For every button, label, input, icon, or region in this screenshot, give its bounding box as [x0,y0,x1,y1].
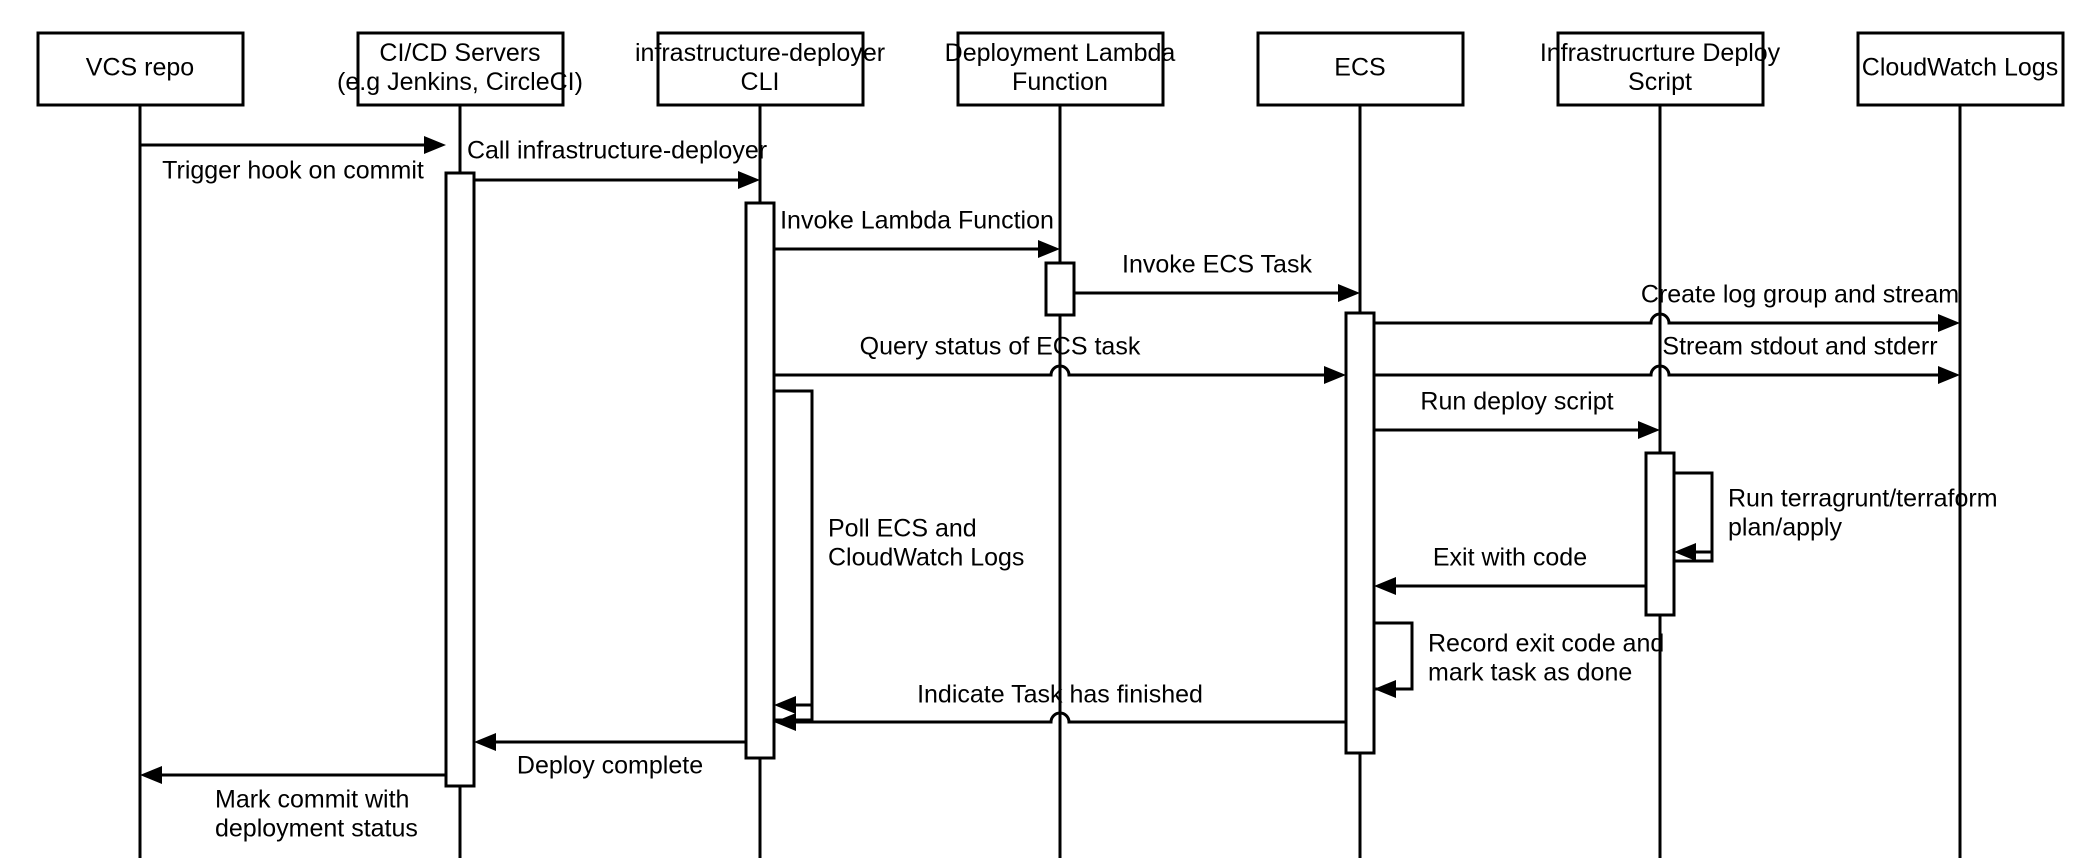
message-line-m8 [774,389,814,707]
message-label-m15: Mark commit with [215,786,409,814]
message-arrowhead-m3 [1038,240,1060,258]
message-arrowhead-m15 [140,766,162,784]
message-line-m12 [1374,621,1414,691]
message-line-m5 [1374,312,1938,325]
participant-label-deploy: Script [1628,68,1692,96]
message-label-m4: Invoke ECS Task [1122,251,1312,279]
activation-bar-act-cicd [444,171,476,788]
participant-label-cli: infrastructure-deployer [635,39,885,67]
participant-box-vcs[interactable]: VCS repo [36,31,245,107]
participant-label-cicd: (e.g Jenkins, CircleCI) [337,68,583,96]
message-m5[interactable]: Create log group and stream [1374,281,1960,332]
participant-label-deploy: Infrastrucrture Deploy [1540,39,1781,67]
participant-label-cicd: CI/CD Servers [379,39,540,67]
activation-bar-act-cli [744,201,776,760]
message-arrowhead-m1 [424,136,446,154]
message-label-m7: Stream stdout and stderr [1662,333,1937,361]
message-label-m12: mark task as done [1428,659,1632,687]
message-arrowhead-m2 [738,171,760,189]
message-m9[interactable]: Run deploy script [1374,388,1660,439]
message-label-m9: Run deploy script [1420,388,1613,416]
participant-label-cloudwatch: CloudWatch Logs [1862,54,2058,82]
activation-layer [444,171,1714,788]
message-arrowhead-m6 [1324,366,1346,384]
message-layer: Trigger hook on commit Call infrastructur… [140,136,1998,843]
message-label-m14: Deploy complete [517,752,703,780]
message-m3[interactable]: Invoke Lambda Function [774,207,1060,258]
message-arrowhead-m8 [774,696,796,714]
participant-label-lambda: Deployment Lambda [945,39,1176,67]
participant-label-cli: CLI [741,68,780,96]
activation-bar-act-cli-poll [772,389,814,722]
message-m2[interactable]: Call infrastructure-deployer [467,137,767,189]
message-m7[interactable]: Stream stdout and stderr [1374,333,1960,384]
message-m14[interactable]: Deploy complete [474,733,746,780]
message-arrowhead-m4 [1338,284,1360,302]
message-m13[interactable]: Indicate Task has finished [774,681,1346,731]
message-label-m8: CloudWatch Logs [828,544,1024,572]
message-m1[interactable]: Trigger hook on commit [140,136,446,185]
message-arrowhead-m10 [1674,543,1696,561]
activation-bar-act-ecs-record [1372,621,1414,691]
message-label-m5: Create log group and stream [1641,281,1959,309]
message-line-m13 [796,711,1346,724]
message-label-m10: plan/apply [1728,514,1842,542]
message-arrowhead-m5 [1938,314,1960,332]
activation-bar-act-lambda [1044,261,1076,317]
participant-box-ecs[interactable]: ECS [1256,31,1465,107]
message-arrowhead-m13 [774,713,796,731]
message-label-m6: Query status of ECS task [860,333,1141,361]
participant-box-cicd[interactable]: CI/CD Servers(e.g Jenkins, CircleCI) [337,31,583,107]
message-m4[interactable]: Invoke ECS Task [1074,251,1360,302]
message-label-m11: Exit with code [1433,544,1587,572]
participant-box-layer: VCS repo CI/CD Servers(e.g Jenkins, Circl… [36,31,2065,107]
participant-box-cloudwatch[interactable]: CloudWatch Logs [1856,31,2065,107]
message-arrowhead-m12 [1374,680,1396,698]
message-label-m1: Trigger hook on commit [162,157,424,185]
message-line-m6 [774,364,1324,377]
message-label-m10: Run terragrunt/terraform [1728,485,1998,513]
activation-bar-act-ecs [1344,311,1376,755]
message-label-m2: Call infrastructure-deployer [467,137,767,165]
participant-label-vcs: VCS repo [86,54,194,82]
message-arrowhead-m14 [474,733,496,751]
message-line-m7 [1374,364,1938,377]
message-m11[interactable]: Exit with code [1374,544,1646,595]
message-m6[interactable]: Query status of ECS task [774,333,1346,384]
activation-bar-act-deploy [1644,451,1676,617]
message-label-m3: Invoke Lambda Function [780,207,1054,235]
message-label-m15: deployment status [215,815,418,843]
message-label-m13: Indicate Task has finished [917,681,1203,709]
message-label-m8: Poll ECS and [828,515,977,543]
message-label-m12: Record exit code and [1428,630,1664,658]
message-line-m10 [1674,471,1714,554]
message-arrowhead-m11 [1374,577,1396,595]
message-arrowhead-m7 [1938,366,1960,384]
participant-label-ecs: ECS [1334,54,1385,82]
message-arrowhead-m9 [1638,421,1660,439]
participant-label-lambda: Function [1012,68,1108,96]
